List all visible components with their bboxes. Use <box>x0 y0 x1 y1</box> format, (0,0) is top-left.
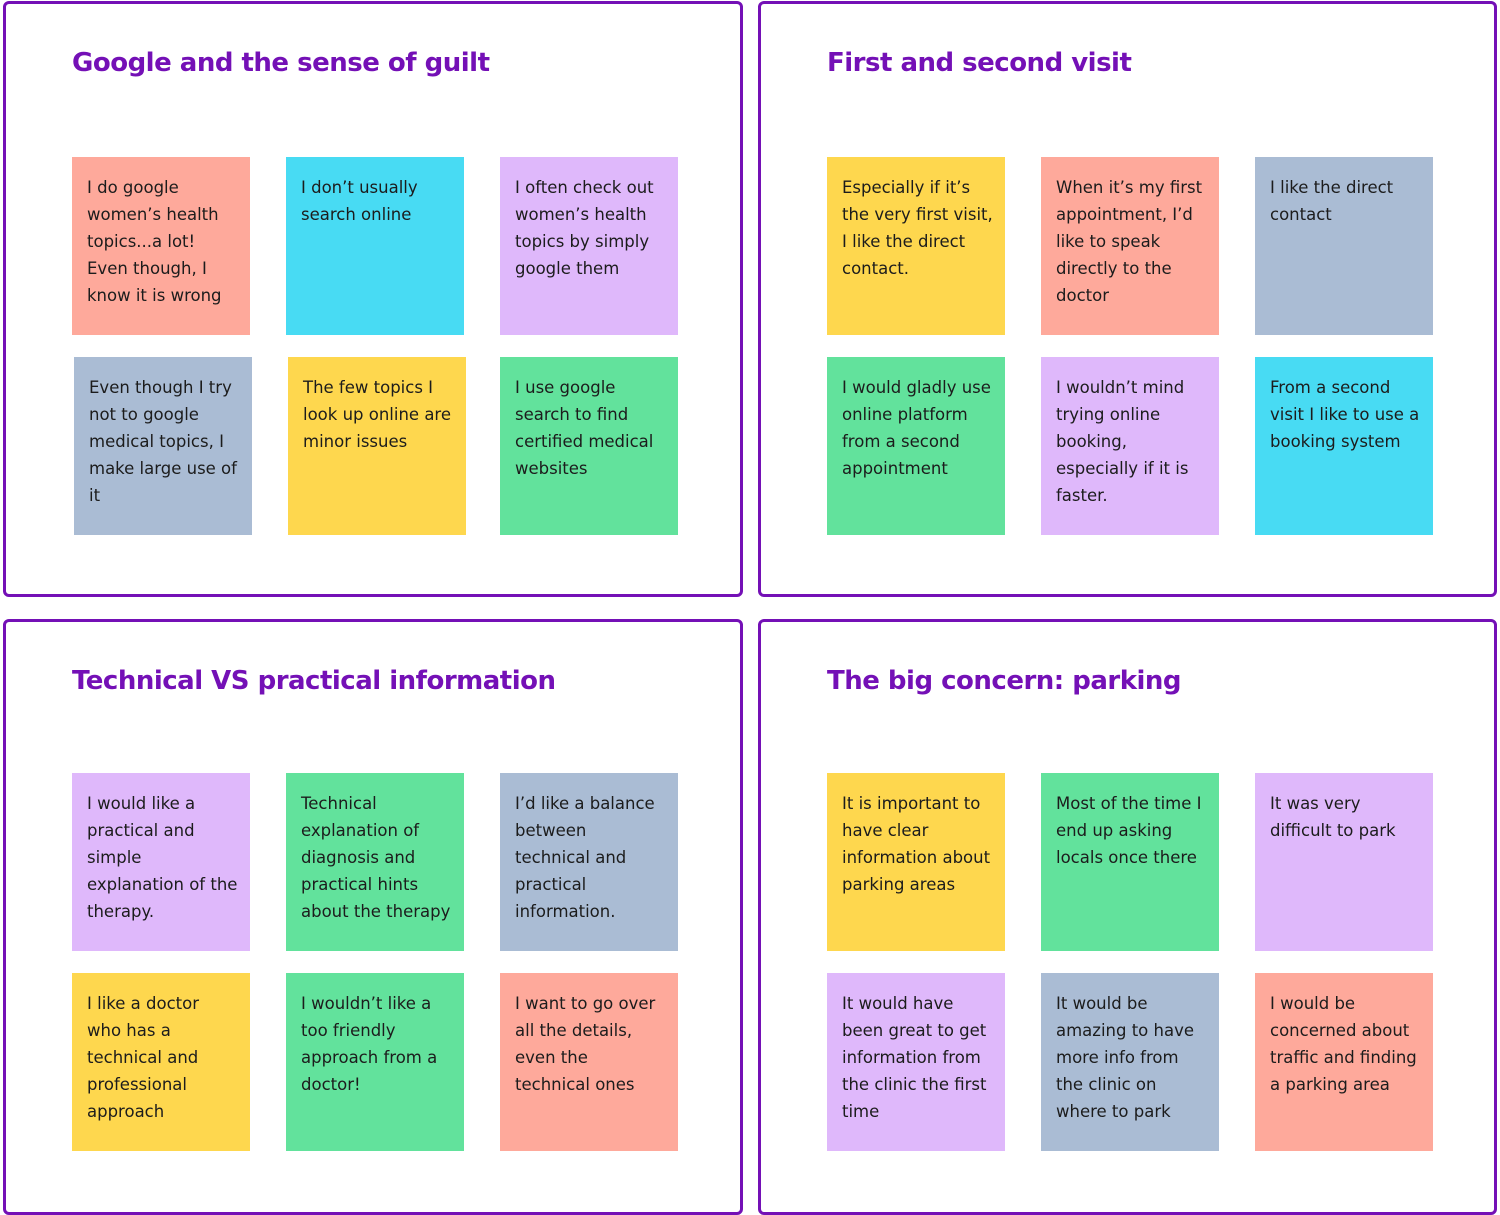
sticky-note[interactable]: I don’t usually search online <box>286 157 464 335</box>
sticky-note[interactable]: I would be concerned about traffic and f… <box>1255 973 1433 1151</box>
sticky-note[interactable]: I would gladly use online platform from … <box>827 357 1005 535</box>
sticky-note[interactable]: The few topics I look up online are mino… <box>288 357 466 535</box>
sticky-note[interactable]: I often check out women’s health topics … <box>500 157 678 335</box>
board-technical-practical: Technical VS practical information I wou… <box>3 619 743 1215</box>
board-title: First and second visit <box>827 48 1132 78</box>
sticky-note[interactable]: I do google women’s health topics...a lo… <box>72 157 250 335</box>
sticky-note[interactable]: Even though I try not to google medical … <box>74 357 252 535</box>
sticky-note[interactable]: I’d like a balance between technical and… <box>500 773 678 951</box>
sticky-note[interactable]: From a second visit I like to use a book… <box>1255 357 1433 535</box>
board-first-second-visit: First and second visit Especially if it’… <box>758 1 1497 597</box>
sticky-note[interactable]: I like the direct contact <box>1255 157 1433 335</box>
sticky-note[interactable]: I would like a practical and simple expl… <box>72 773 250 951</box>
sticky-note[interactable]: It was very difficult to park <box>1255 773 1433 951</box>
board-title: The big concern: parking <box>827 666 1182 696</box>
sticky-note[interactable]: It would be amazing to have more info fr… <box>1041 973 1219 1151</box>
sticky-note[interactable]: I like a doctor who has a technical and … <box>72 973 250 1151</box>
sticky-note[interactable]: Especially if it’s the very first visit,… <box>827 157 1005 335</box>
board-title: Google and the sense of guilt <box>72 48 490 78</box>
sticky-note[interactable]: Technical explanation of diagnosis and p… <box>286 773 464 951</box>
sticky-note[interactable]: I wouldn’t like a too friendly approach … <box>286 973 464 1151</box>
board-title: Technical VS practical information <box>72 666 556 696</box>
sticky-note[interactable]: I want to go over all the details, even … <box>500 973 678 1151</box>
sticky-note[interactable]: I use google search to find certified me… <box>500 357 678 535</box>
board-parking: The big concern: parking It is important… <box>758 619 1497 1215</box>
sticky-note[interactable]: It would have been great to get informat… <box>827 973 1005 1151</box>
sticky-note[interactable]: Most of the time I end up asking locals … <box>1041 773 1219 951</box>
sticky-note[interactable]: I wouldn’t mind trying online booking, e… <box>1041 357 1219 535</box>
sticky-note[interactable]: It is important to have clear informatio… <box>827 773 1005 951</box>
sticky-note[interactable]: When it’s my first appointment, I’d like… <box>1041 157 1219 335</box>
board-google-guilt: Google and the sense of guilt I do googl… <box>3 1 743 597</box>
